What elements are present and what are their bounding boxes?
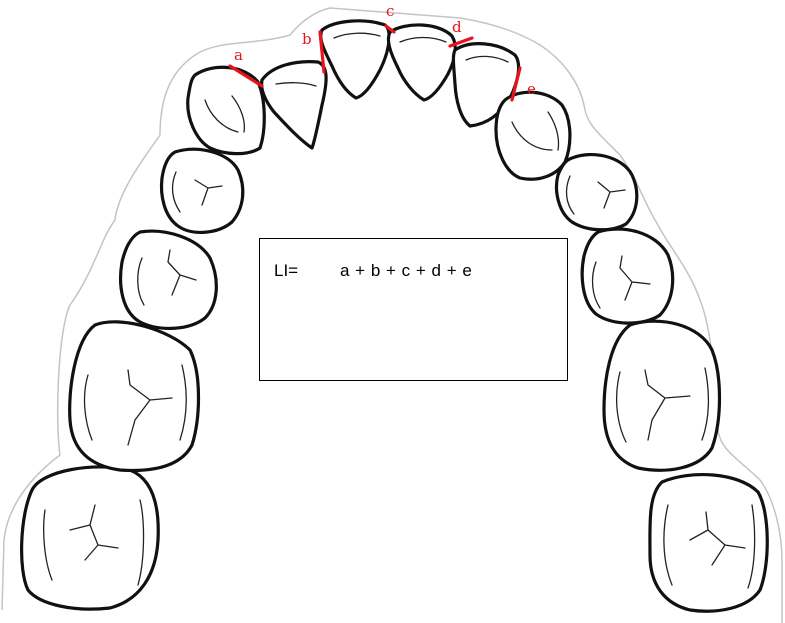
arch-outline-left-tail [2,540,4,610]
tooth-left-premolar-1 [162,149,243,232]
tooth-right-premolar-1 [557,155,637,230]
contact-label-b: b [302,30,312,48]
tooth-right-molar-2 [650,475,767,612]
tooth-right-premolar-2 [582,229,672,323]
tooth-right-molar-1 [604,321,720,470]
tooth-left-molar-2 [22,467,159,609]
tooth-left-central-incisor [321,21,389,98]
contact-label-c: c [386,2,394,20]
tooth-right-canine [496,92,570,179]
formula-box: LI= a + b + c + d + e [259,238,568,381]
formula-rhs: a + b + c + d + e [340,261,472,281]
contact-mark-c: c [386,2,394,32]
tooth-left-lateral-incisor [262,62,326,148]
contact-label-d: d [452,18,462,36]
tooth-right-central-incisor [388,25,455,100]
contact-label-a: a [234,46,243,64]
tooth-left-premolar-2 [121,231,217,328]
formula-lhs: LI= [274,261,298,281]
tooth-left-molar-1 [70,322,199,471]
contact-label-e: e [527,80,536,98]
